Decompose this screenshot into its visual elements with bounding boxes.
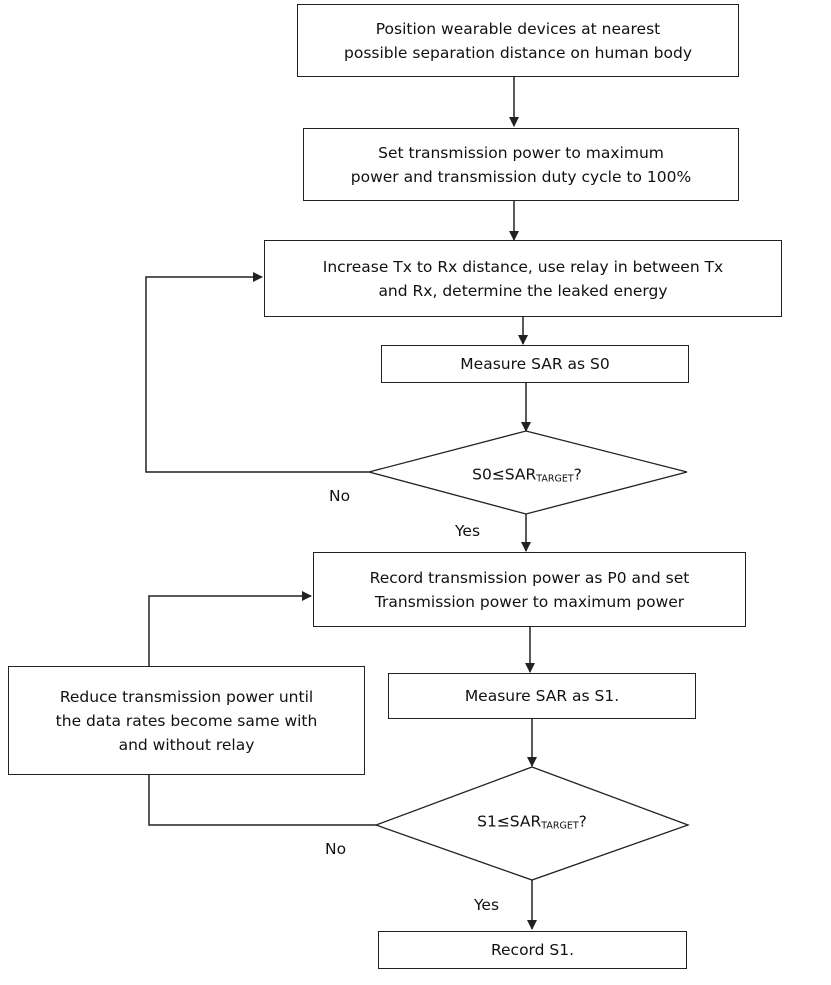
decision-s1-question: ? <box>578 812 587 831</box>
arrow-no-to-reduce-power <box>148 775 376 826</box>
reduce-power-line-1: Reduce transmission power until <box>59 687 314 706</box>
position-devices-line-1: Position wearable devices at nearest <box>375 19 661 38</box>
measure-s0-box: Measure SAR as S0 <box>381 345 689 383</box>
measure-s1-box: Measure SAR as S1. <box>388 673 696 719</box>
set-power-line-2: power and transmission duty cycle to 100… <box>350 167 692 186</box>
no-label-1: No <box>329 487 351 505</box>
yes-label-2: Yes <box>474 896 500 914</box>
increase-distance-line-2: and Rx, determine the leaked energy <box>378 281 668 300</box>
set-power-line-1: Set transmission power to maximum <box>378 143 664 162</box>
record-p0-line-2: Transmission power to maximum power <box>374 592 685 611</box>
measure-s0-text: Measure SAR as S0 <box>460 355 610 373</box>
decision-s0-diamond <box>366 430 688 515</box>
record-s1-text: Record S1. <box>490 941 575 959</box>
no-label-2: No <box>325 840 347 858</box>
decision-s1-lhs: S1≤SAR <box>477 812 542 831</box>
decision-s1-diamond <box>374 766 690 881</box>
record-s1-box: Record S1. <box>378 931 687 969</box>
measure-s1-text: Measure SAR as S1. <box>464 687 620 705</box>
position-devices-box: Position wearable devices at nearest pos… <box>297 4 739 77</box>
record-p0-line-1: Record transmission power as P0 and set <box>369 568 690 587</box>
reduce-power-line-3: and without relay <box>118 735 255 754</box>
set-power-box: Set transmission power to maximum power … <box>303 128 739 201</box>
decision-s1-text: S1≤SARTARGET? <box>477 813 587 832</box>
decision-s0-question: ? <box>573 465 582 484</box>
decision-s1-sub: TARGET <box>541 820 579 832</box>
record-p0-box: Record transmission power as P0 and set … <box>313 552 746 627</box>
reduce-power-line-2: the data rates become same with <box>55 711 318 730</box>
increase-distance-line-1: Increase Tx to Rx distance, use relay in… <box>322 257 724 276</box>
yes-label-1: Yes <box>455 522 481 540</box>
arrow-reduce-to-record <box>148 591 312 666</box>
decision-s0-text: S0≤SARTARGET? <box>472 466 582 485</box>
arrow-no-loop-back-to-increase <box>145 272 369 473</box>
position-devices-line-2: possible separation distance on human bo… <box>344 43 692 62</box>
decision-s0-sub: TARGET <box>536 473 574 485</box>
decision-s0-lhs: S0≤SAR <box>472 465 537 484</box>
reduce-power-box: Reduce transmission power until the data… <box>8 666 365 775</box>
increase-distance-box: Increase Tx to Rx distance, use relay in… <box>264 240 782 317</box>
